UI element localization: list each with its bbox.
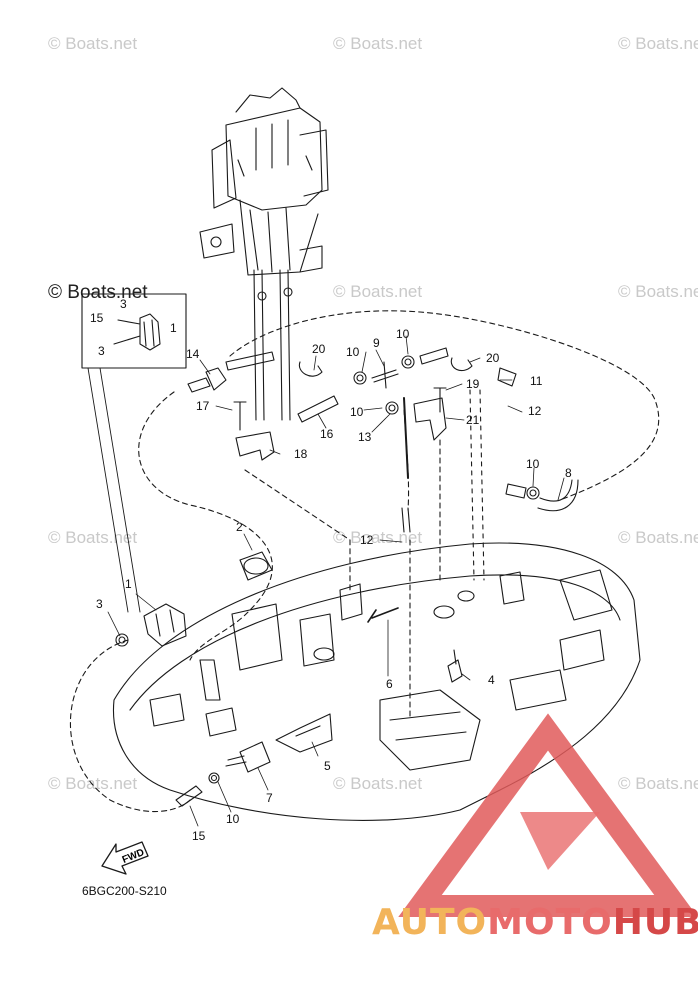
callout-17: 17 [196, 399, 210, 413]
watermark: © Boats.net [618, 774, 698, 793]
callout-11: 11 [530, 374, 543, 388]
callout-8: 8 [565, 466, 572, 480]
lower-cowling [112, 542, 641, 821]
callout-1: 1 [125, 577, 132, 591]
callout-10: 10 [396, 327, 410, 341]
brand-part-auto: AUTO [372, 902, 488, 943]
callout-10: 10 [526, 457, 540, 471]
watermark: © Boats.net [48, 282, 148, 303]
inset-clip [113, 313, 161, 351]
clamps [115, 355, 540, 784]
callout-13: 13 [358, 430, 372, 444]
callout-15-inset: 15 [90, 311, 104, 325]
watermark: © Boats.net [333, 34, 423, 53]
watermark: © Boats.net [618, 282, 698, 301]
callout-20: 20 [486, 351, 500, 365]
watermark: © Boats.net [333, 528, 423, 547]
engine-assembly [199, 87, 329, 301]
diagram-code: 6BGC200-S210 [82, 884, 167, 898]
leader-lines [107, 335, 565, 827]
callout-10: 10 [346, 345, 360, 359]
callout-10: 10 [226, 812, 240, 826]
callout-2: 2 [236, 520, 243, 534]
callout-4: 4 [488, 673, 495, 687]
callout-21: 21 [466, 413, 480, 427]
callout-3-inset-bottom: 3 [98, 344, 105, 358]
watermark: © Boats.net [48, 774, 138, 793]
callout-10: 10 [350, 405, 364, 419]
callout-12: 12 [360, 533, 374, 547]
callout-9: 9 [373, 336, 380, 350]
watermark: © Boats.net [618, 528, 698, 547]
watermark: © Boats.net [48, 34, 138, 53]
watermark: © Boats.net [618, 34, 698, 53]
callout-3: 3 [96, 597, 103, 611]
brand-part-hub: HUB [612, 902, 698, 943]
callout-14: 14 [186, 347, 200, 361]
callout-5: 5 [324, 759, 331, 773]
callout-18: 18 [294, 447, 308, 461]
callout-16: 16 [320, 427, 334, 441]
callout-3-inset-top: 3 [120, 297, 127, 311]
callout-12: 12 [528, 404, 542, 418]
callout-19: 19 [466, 377, 480, 391]
brand-wordmark: AUTOMOTOHUB [372, 902, 698, 943]
watermark: © Boats.net [333, 774, 423, 793]
hose-routing [69, 310, 660, 813]
callout-1-inset: 1 [170, 321, 177, 335]
callout-7: 7 [266, 791, 273, 805]
callout-20: 20 [312, 342, 326, 356]
callout-15: 15 [192, 829, 206, 843]
brand-logo-mark [398, 713, 698, 917]
brand-part-moto: MOTO [487, 902, 613, 943]
callout-6: 6 [386, 677, 393, 691]
watermark: © Boats.net [333, 282, 423, 301]
